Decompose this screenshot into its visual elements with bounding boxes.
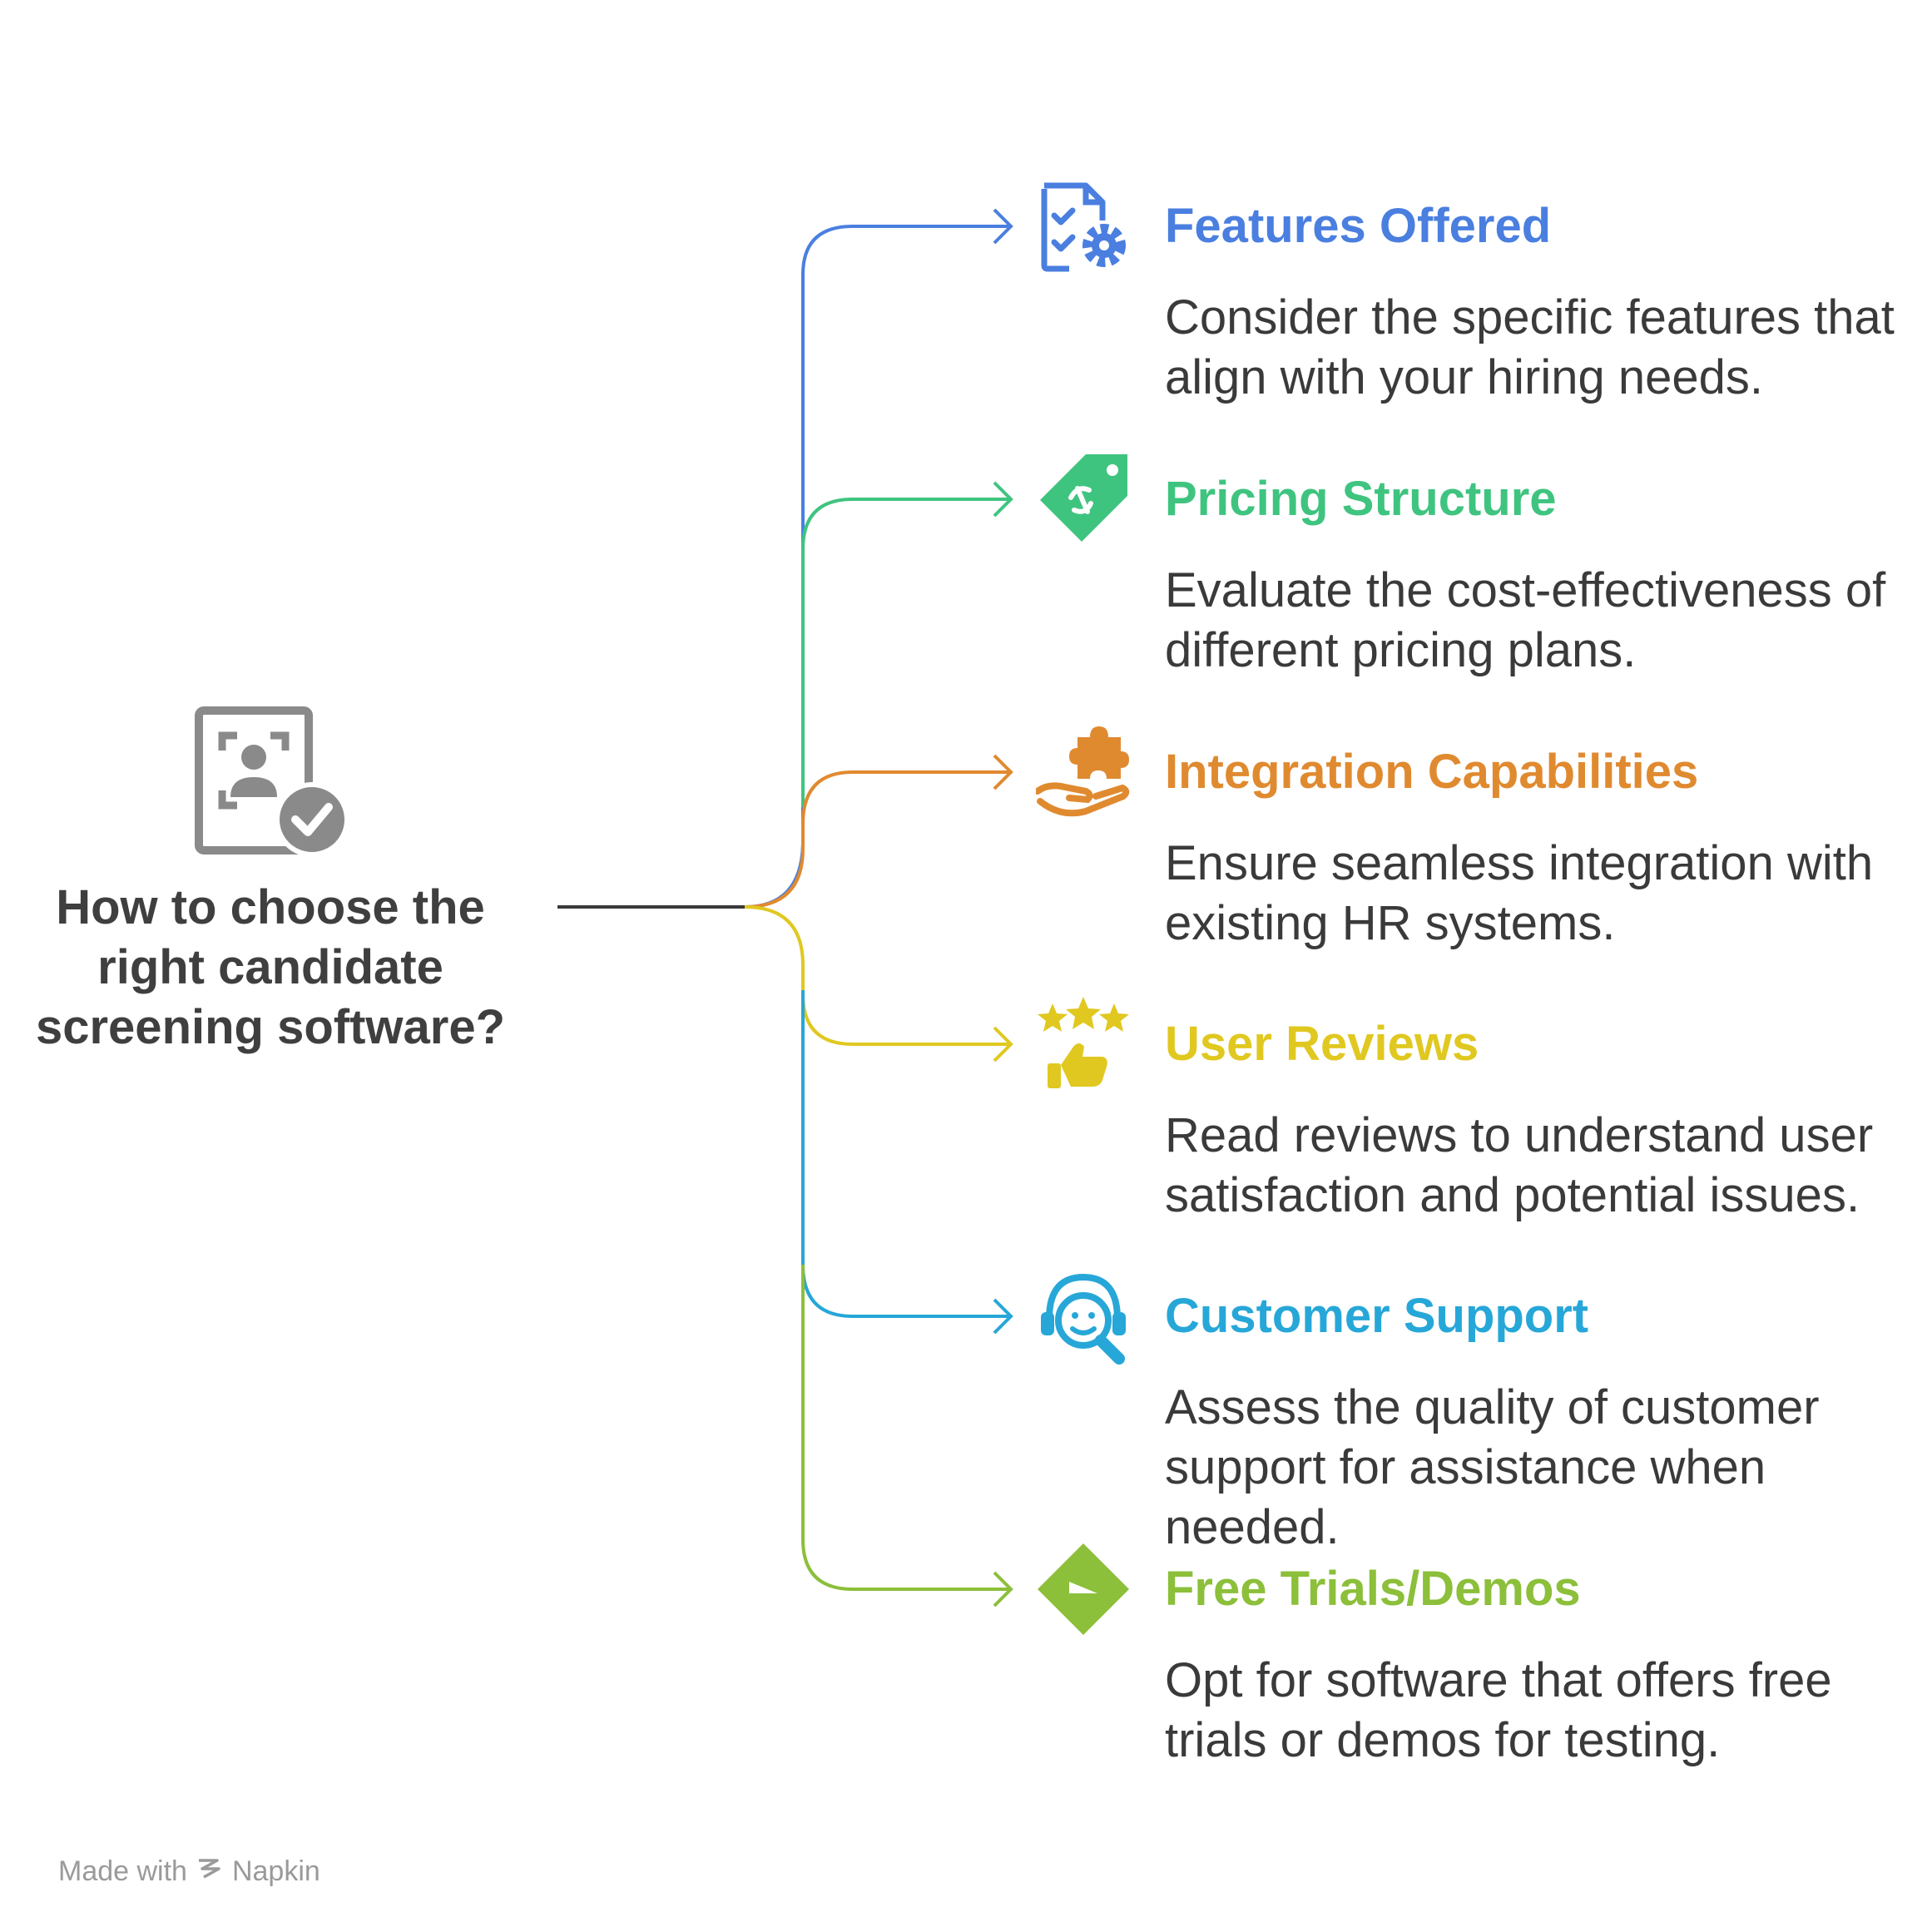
branch-integration	[744, 770, 1011, 909]
arrow-pricing	[993, 481, 1013, 518]
branch-reviews	[744, 905, 1011, 1046]
checklist-gear-icon	[1036, 179, 1132, 275]
item-title-trials: Free Trials/Demos	[1165, 1562, 1581, 1616]
item-desc-reviews: Read reviews to understand user satisfac…	[1165, 1108, 1874, 1222]
puzzle-hand-icon	[1034, 725, 1132, 820]
arrow-features	[993, 208, 1013, 245]
branch-pricing	[801, 498, 1011, 807]
item-desc-support: Assess the quality of customer support f…	[1165, 1380, 1820, 1554]
diamond-tag-icon	[1036, 1542, 1132, 1637]
item-title-support: Customer Support	[1165, 1289, 1589, 1343]
arrow-support	[993, 1298, 1013, 1335]
item-desc-integration: Ensure seamless integration with existin…	[1165, 836, 1874, 950]
branch-features	[744, 225, 1011, 909]
root-question: How to choose the right candidate screen…	[35, 880, 506, 1054]
arrow-trials	[993, 1571, 1013, 1608]
napkin-logo-icon	[196, 1854, 224, 1890]
item-title-integration: Integration Capabilities	[1165, 745, 1699, 799]
stars-thumbs-up-icon	[1036, 997, 1132, 1092]
item-title-features: Features Offered	[1165, 199, 1552, 253]
footer-attribution: Made with Napkin	[58, 1854, 320, 1890]
candidate-profile-check-icon	[187, 699, 362, 865]
item-desc-pricing: Evaluate the cost-effectiveness of diffe…	[1165, 563, 1886, 677]
price-tag-icon	[1036, 452, 1132, 547]
arrow-reviews	[993, 1026, 1013, 1063]
footer-prefix: Made with	[58, 1855, 187, 1887]
arrow-integration	[993, 754, 1013, 790]
branch-trials	[801, 1265, 1011, 1591]
item-desc-trials: Opt for software that offers free trials…	[1165, 1653, 1832, 1767]
item-title-reviews: User Reviews	[1165, 1017, 1479, 1071]
item-desc-features: Consider the specific features that alig…	[1165, 290, 1895, 404]
footer-brand: Napkin	[231, 1855, 320, 1887]
branch-support	[801, 990, 1011, 1318]
item-title-pricing: Pricing Structure	[1165, 472, 1557, 526]
headset-search-icon	[1036, 1269, 1132, 1365]
